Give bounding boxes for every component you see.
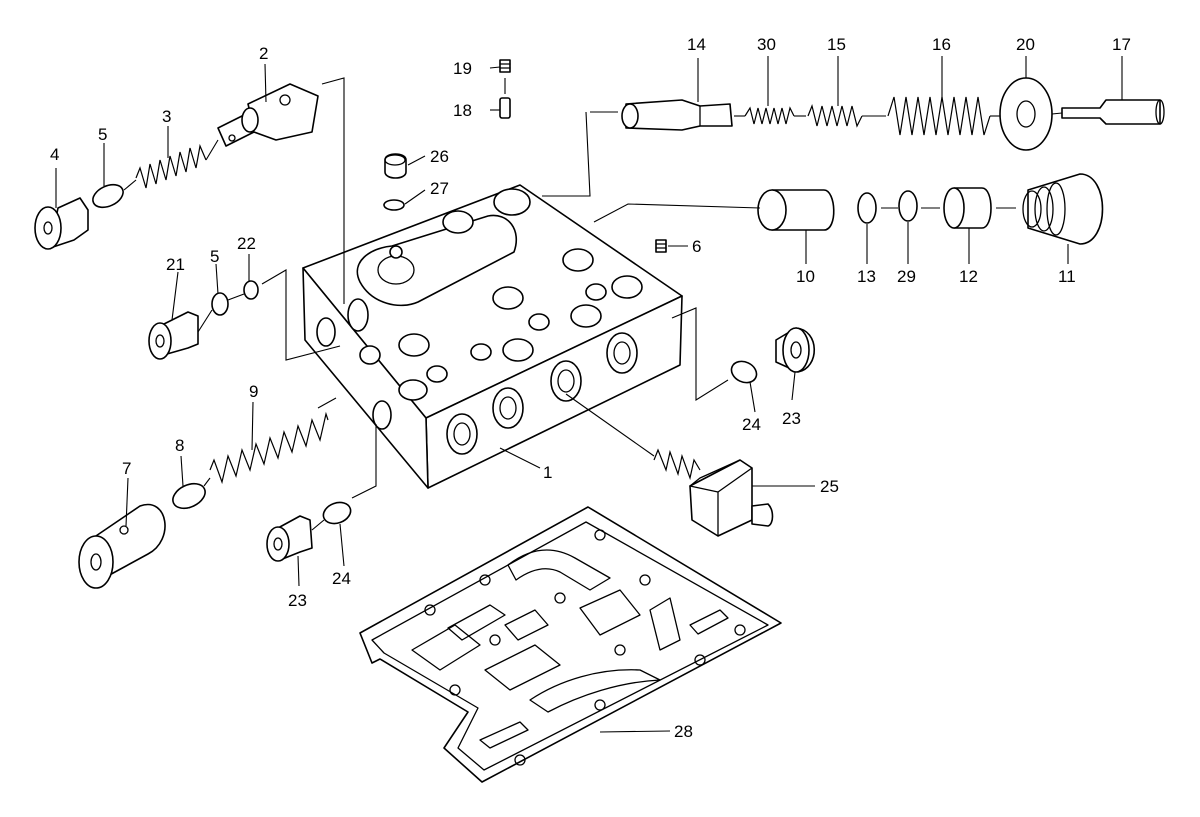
callout-10: 10	[796, 267, 815, 286]
part-5-o-ring-middle	[211, 292, 229, 316]
part-10-sleeve	[757, 189, 835, 231]
callout-8: 8	[175, 436, 184, 455]
part-12-bushing	[943, 187, 992, 229]
part-26-cap	[384, 153, 407, 179]
callout-29: 29	[897, 267, 916, 286]
part-30-spring	[744, 106, 795, 125]
callout-23-lower: 23	[288, 591, 307, 610]
callout-2: 2	[259, 44, 268, 63]
callout-22: 22	[237, 234, 256, 253]
callout-3: 3	[162, 107, 171, 126]
callout-19: 19	[453, 59, 472, 78]
callout-27: 27	[430, 179, 449, 198]
part-24-o-ring-lower	[322, 501, 352, 525]
callout-30: 30	[757, 35, 776, 54]
part-25-solenoid	[653, 448, 774, 537]
callout-20: 20	[1016, 35, 1035, 54]
part-28-separator-plate	[359, 506, 782, 783]
callout-16: 16	[932, 35, 951, 54]
callout-labels: 1 2 3 4 5 5 6 7 8 9 10 11 12 13 14 15 16…	[50, 35, 1131, 741]
part-22-o-ring	[243, 280, 259, 300]
part-23-plug-lower	[266, 515, 313, 562]
callout-17: 17	[1112, 35, 1131, 54]
callout-24-lower: 24	[332, 569, 351, 588]
part-21-plug	[148, 311, 199, 360]
callout-1: 1	[543, 463, 552, 482]
callout-24-right: 24	[742, 415, 761, 434]
part-19-screw	[499, 59, 511, 73]
part-4-plug	[34, 197, 89, 250]
callout-6: 6	[692, 237, 701, 256]
part-13-o-ring	[857, 192, 877, 224]
callout-13: 13	[857, 267, 876, 286]
part-2-piston	[217, 83, 319, 147]
part-3-spring	[135, 143, 207, 189]
part-11-plug	[1022, 173, 1104, 245]
part-16-spring	[887, 96, 991, 136]
part-18-pin	[499, 97, 511, 119]
callout-5-middle: 5	[210, 247, 219, 266]
leader-lines	[55, 56, 1123, 733]
part-6-screw	[655, 239, 667, 253]
part-8-o-ring	[172, 482, 206, 510]
callout-7: 7	[122, 459, 131, 478]
callout-28: 28	[674, 722, 693, 741]
part-20-washer	[999, 77, 1053, 151]
part-27-o-ring	[383, 199, 405, 211]
callout-21: 21	[166, 255, 185, 274]
part-15-spring	[807, 104, 863, 128]
callout-4: 4	[50, 145, 59, 164]
callout-9: 9	[249, 382, 258, 401]
callout-12: 12	[959, 267, 978, 286]
part-29-o-ring	[898, 190, 918, 222]
callout-26: 26	[430, 147, 449, 166]
callout-11: 11	[1058, 267, 1076, 286]
part-5-o-ring-upper	[92, 183, 124, 209]
callout-18: 18	[453, 101, 472, 120]
part-9-spring	[209, 411, 329, 485]
callout-23-right: 23	[782, 409, 801, 428]
part-1-valve-body	[302, 184, 683, 489]
part-7-piston	[78, 503, 166, 589]
callout-14: 14	[687, 35, 706, 54]
callout-15: 15	[827, 35, 846, 54]
part-14-piston	[621, 99, 733, 131]
part-23-plug-right	[775, 327, 816, 373]
part-17-plunger	[1061, 99, 1165, 125]
callout-5-upper: 5	[98, 125, 107, 144]
part-24-o-ring-right	[730, 360, 758, 384]
callout-25: 25	[820, 477, 839, 496]
